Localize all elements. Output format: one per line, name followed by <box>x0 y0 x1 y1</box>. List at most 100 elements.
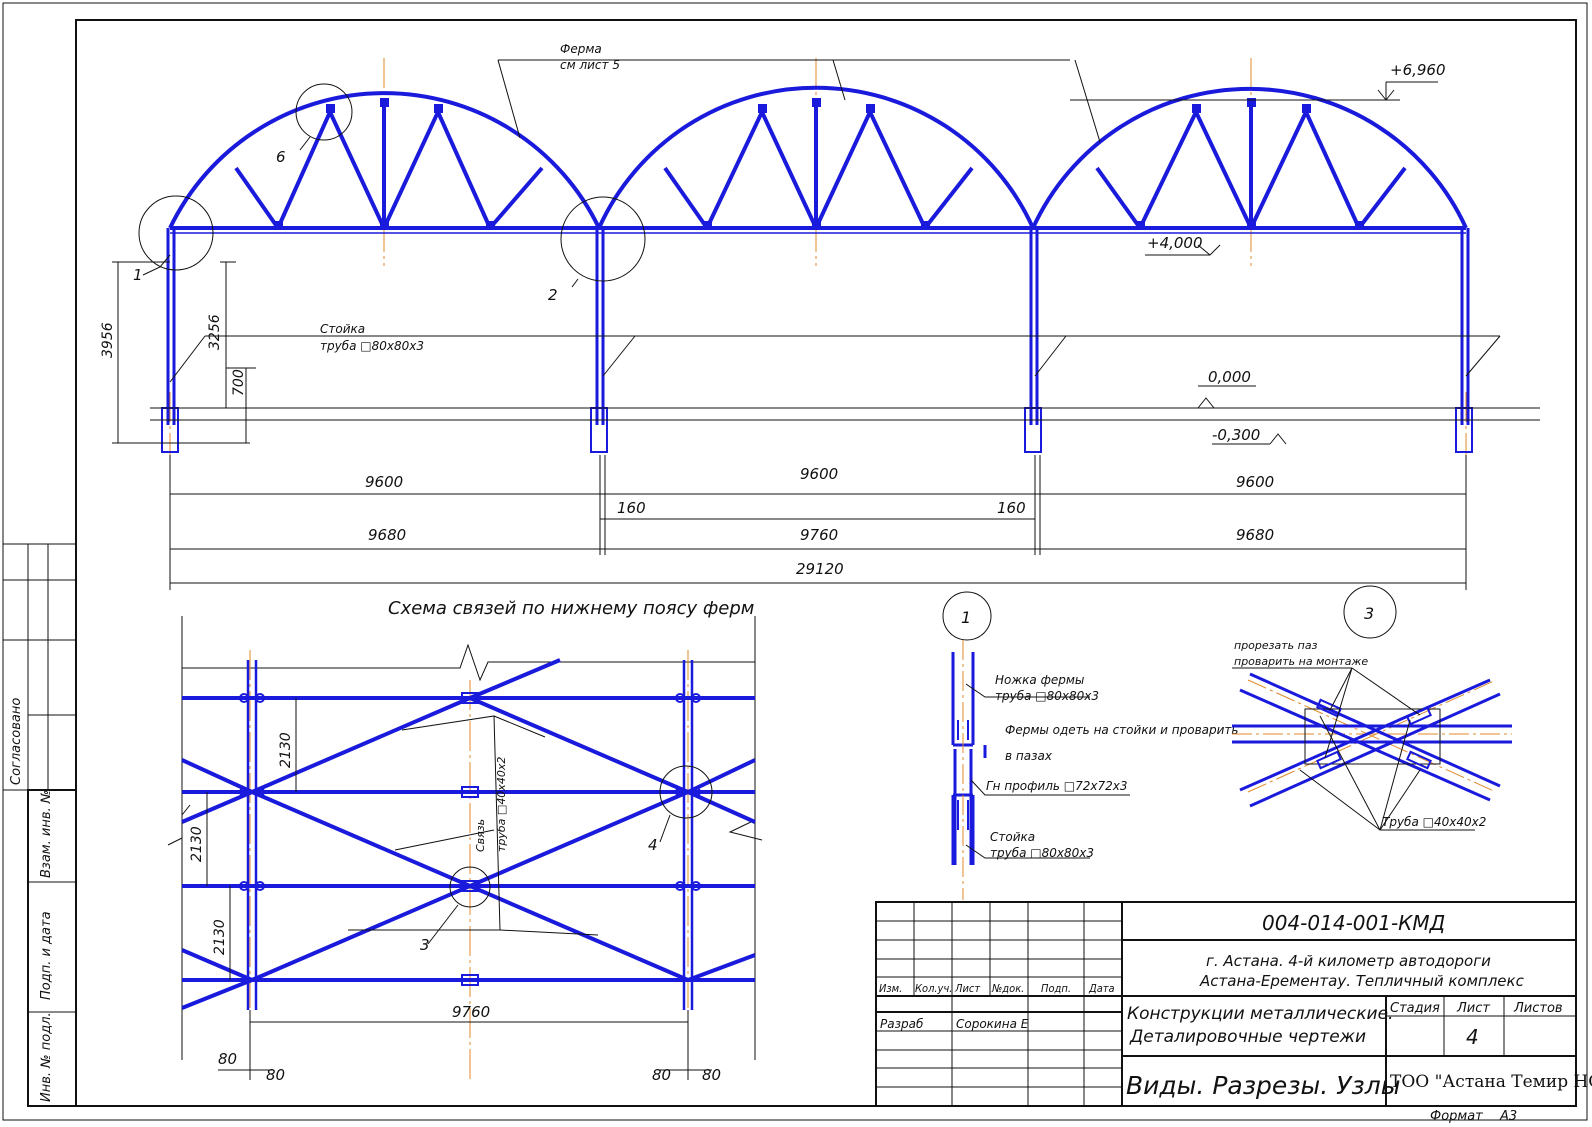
plan-callout-3: 3 <box>420 936 430 954</box>
detail-3-pipe: Труба □40х40х2 <box>1382 815 1486 829</box>
dim-3256: 3256 <box>207 314 223 350</box>
plan-dim-80-2: 80 <box>266 1066 285 1084</box>
plan-dim-2130-3: 2130 <box>212 919 228 955</box>
plan-title: Схема связей по нижнему поясу ферм <box>388 598 754 619</box>
company-name: ТОО "Астана Темир НС" <box>1390 1072 1592 1092</box>
dim-9600-1: 9600 <box>365 473 403 491</box>
dim-9680-2: 9680 <box>1236 526 1274 544</box>
leader-lines <box>142 59 1501 445</box>
detail-1-number: 1 <box>961 608 971 627</box>
dim-9600-2: 9600 <box>800 465 838 483</box>
plan-boundary <box>167 616 763 1060</box>
plan-dimensions <box>206 698 712 1080</box>
col-header-doc: №док. <box>991 982 1024 995</box>
dim-29120: 29120 <box>796 560 844 578</box>
plan-dim-80-4: 80 <box>702 1066 721 1084</box>
plan-dim-2130-2: 2130 <box>189 826 205 862</box>
brace-label: Связь <box>474 819 487 852</box>
detail-1-column-profile: труба □80х80х3 <box>990 846 1094 860</box>
dim-9600-3: 9600 <box>1236 473 1274 491</box>
column-profile: труба □80х80х3 <box>320 339 424 353</box>
col-header-sign: Подп. <box>1041 982 1071 995</box>
truss-webs <box>234 102 1407 230</box>
level-top: +6,960 <box>1390 61 1446 79</box>
callout-6: 6 <box>276 148 286 166</box>
detail-1-leg-profile: труба □80х80х3 <box>995 689 1099 703</box>
plan-dim-80-1: 80 <box>218 1050 237 1068</box>
detail-3: 3 прорезать паз проварить на <box>1232 585 1512 831</box>
col-header-date: Дата <box>1088 982 1115 995</box>
level-chord: +4,000 <box>1147 234 1203 252</box>
col-header-count: Кол.уч. <box>915 982 952 995</box>
plan-leaders <box>348 715 671 945</box>
sheet-number: 4 <box>1466 1025 1479 1049</box>
dim-9680-1: 9680 <box>368 526 406 544</box>
sheet-title: Виды. Разрезы. Узлы <box>1126 1071 1400 1100</box>
truss-elevation <box>112 58 1540 590</box>
columns <box>166 228 1470 425</box>
plan-dim-80-3: 80 <box>652 1066 671 1084</box>
detail-1-bent-profile: Гн профиль □72х72х3 <box>986 779 1127 793</box>
column-foundations <box>161 407 1473 453</box>
description-line-2: Деталировочные чертежи <box>1129 1027 1366 1047</box>
callout-1: 1 <box>133 266 143 284</box>
bracing-plan: Схема связей по нижнему поясу ферм <box>167 598 763 1080</box>
stamp-replace: Взам. инв. № <box>39 790 54 878</box>
truss-label: Ферма <box>560 42 602 56</box>
format-label: Формат <box>1430 1109 1483 1124</box>
role-developer: Разраб <box>880 1017 924 1031</box>
side-stamp: Согласовано Взам. инв. № Подп. и дата Ин… <box>2 543 77 1107</box>
plan-callout-4: 4 <box>648 836 658 854</box>
detail-1-leg-label: Ножка фермы <box>995 673 1084 687</box>
plan-dim-9760: 9760 <box>452 1003 490 1021</box>
sheet-label: Лист <box>1456 1001 1490 1016</box>
column-label: Стойка <box>320 322 365 336</box>
detail-3-circle <box>1343 585 1397 639</box>
detail-1-circle <box>942 591 992 641</box>
detail-1: 1 Ножка фермы труба □80х80х3 Фермы одеть… <box>942 591 1239 900</box>
location-line-1: г. Астана. 4-й километр автодороги <box>1206 952 1491 970</box>
dim-160-1: 160 <box>617 499 646 517</box>
truss-ref: см лист 5 <box>560 58 620 72</box>
plan-bracing-diagonals <box>181 658 756 1010</box>
dim-9760: 9760 <box>800 526 838 544</box>
plan-column-lines <box>246 660 694 1010</box>
stage-label: Стадия <box>1390 1001 1440 1016</box>
detail-1-leaders <box>965 683 1130 859</box>
title-block: 004-014-001-КМД г. Астана. 4-й километр … <box>875 901 1592 1124</box>
detail-1-column-label: Стойка <box>990 830 1035 844</box>
ground-lines <box>150 407 1540 421</box>
col-header-change: Изм. <box>879 982 902 995</box>
plan-dim-2130-1: 2130 <box>278 732 294 768</box>
detail-3-note-1: прорезать паз <box>1234 639 1318 652</box>
plan-truss-lines <box>182 696 755 982</box>
elevation-labels: Ферма см лист 5 +6,960 +4,000 0,000 -0,3… <box>100 42 1446 578</box>
dim-160-2: 160 <box>997 499 1026 517</box>
description-line-1: Конструкции металлические. <box>1127 1004 1393 1024</box>
truss-top-chords <box>168 85 1468 229</box>
col-header-sheet: Лист <box>954 982 980 995</box>
level-zero: 0,000 <box>1208 368 1251 386</box>
drawing-code: 004-014-001-КМД <box>1262 911 1445 935</box>
plan-labels: 2130 2130 2130 9760 80 80 80 80 Связь тр… <box>189 732 721 1084</box>
horizontal-dimensions <box>169 455 1467 590</box>
node-callout-circles <box>138 83 646 282</box>
callout-2: 2 <box>548 286 558 304</box>
stamp-sign-date: Подп. и дата <box>39 911 54 1000</box>
detail-3-axes <box>1232 679 1512 793</box>
detail-3-plate <box>1304 708 1441 765</box>
truss-gussets <box>274 98 1364 230</box>
detail-1-note-2: в пазах <box>1005 749 1053 763</box>
stamp-inventory: Инв. № подл. <box>39 1012 54 1102</box>
plan-nodes <box>239 692 701 986</box>
location-line-2: Астана-Ерементау. Тепличный комплекс <box>1199 972 1525 990</box>
level-bottom: -0,300 <box>1212 426 1260 444</box>
sheets-label: Листов <box>1513 1001 1563 1016</box>
author-name: Сорокина Е <box>956 1017 1029 1031</box>
detail-1-slots <box>957 720 987 830</box>
vertical-dimensions <box>112 261 256 444</box>
detail-3-members <box>1232 672 1512 808</box>
detail-3-leaders <box>1232 667 1475 831</box>
brace-profile: труба □40х40х2 <box>495 757 508 852</box>
